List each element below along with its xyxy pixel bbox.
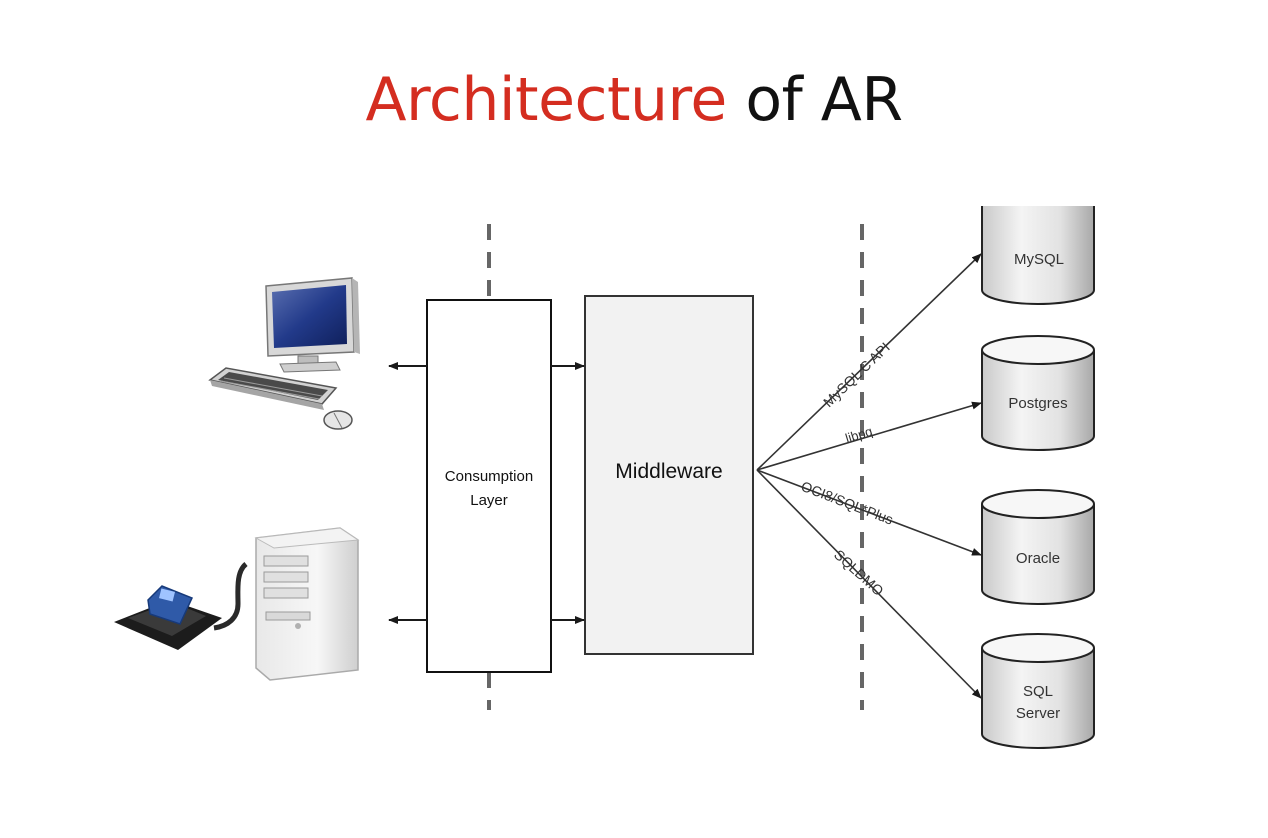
consumption-layer-label-line1: Consumption [445, 468, 533, 485]
mysql-database-label: MySQL [1014, 251, 1064, 268]
title-rest: of AR [745, 65, 903, 135]
sqlserver-database-icon: SQL Server [981, 633, 1095, 749]
connection-line-mysql [756, 253, 982, 471]
sqlserver-database-label-line1: SQL [1023, 683, 1053, 700]
consumption-layer-box: Consumption Layer [426, 299, 552, 673]
connection-label-sqlserver: SQLDMO [831, 546, 887, 599]
desktop-computer-icon [208, 277, 360, 430]
connection-line-sqlserver [756, 469, 982, 699]
postgres-database-icon: Postgres [981, 335, 1095, 451]
connection-label-oracle: OCI8/SQL*Plus [799, 478, 896, 528]
connection-label-postgres: libpq [843, 423, 874, 445]
oracle-database-icon: Oracle [981, 489, 1095, 605]
title-accent: Architecture [365, 65, 727, 135]
postgres-database-label: Postgres [1008, 395, 1067, 412]
slide-title: Architecture of AR [0, 62, 1268, 138]
sqlserver-database-label-line2: Server [1016, 705, 1060, 722]
mysql-database-icon: MySQL [981, 206, 1095, 305]
middleware-box: Middleware [584, 295, 754, 655]
consumption-layer-label-line2: Layer [470, 492, 508, 509]
server-with-card-reader-icon [114, 527, 360, 681]
connection-label-mysql: MySQL C API [820, 339, 893, 410]
oracle-database-label: Oracle [1016, 550, 1060, 567]
connection-line-oracle [756, 469, 982, 556]
middleware-label: Middleware [615, 460, 722, 483]
connection-line-postgres [756, 401, 982, 471]
